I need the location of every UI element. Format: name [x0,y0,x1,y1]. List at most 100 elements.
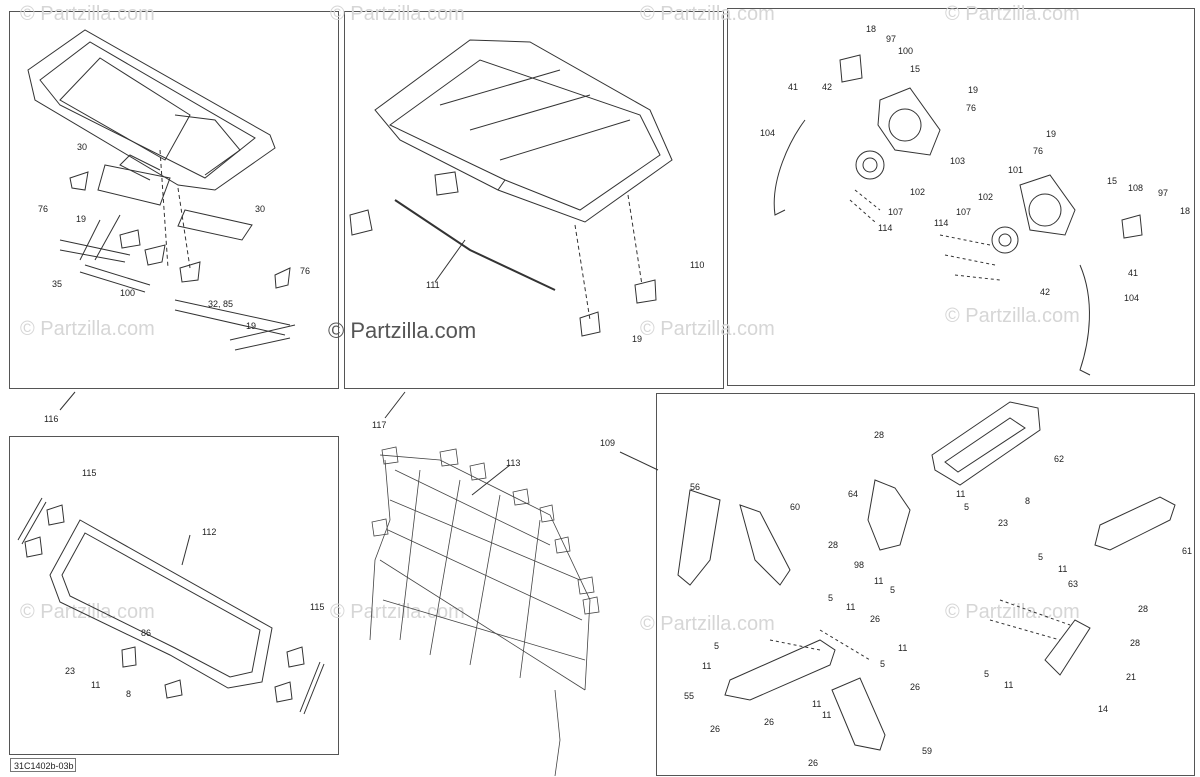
part-label: 42 [822,82,832,92]
part-label: 114 [878,223,892,233]
part-label: 5 [714,641,719,651]
part-label: 114 [934,218,948,228]
part-label: 62 [1054,454,1064,464]
part-label: 107 [888,207,903,217]
part-label: 104 [760,128,775,138]
watermark: © Partzilla.com [945,601,1080,623]
part-label: 5 [1038,552,1043,562]
trim-labels: 28 62 8 56 60 64 11 5 28 98 11 5 23 61 5… [684,430,1192,768]
part-label: 26 [910,682,920,692]
part-label: 100 [120,288,135,298]
part-label: 28 [1130,638,1140,648]
part-label: 11 [822,710,831,720]
part-label: 56 [690,482,700,492]
part-label: 55 [684,691,694,701]
part-label: 103 [950,156,965,166]
diagram-reference-code: 31C1402b-03b [10,758,76,772]
part-label: 15 [910,64,920,74]
part-label: 14 [1098,704,1108,714]
part-label: 19 [968,85,978,95]
part-label: 5 [890,585,895,595]
part-label: 32, 85 [208,299,233,309]
watermark-main: © Partzilla.com [328,318,476,343]
part-label: 64 [848,489,858,499]
net-labels: 113 109 [471,438,659,496]
part-label: 97 [886,34,896,44]
part-label: 76 [300,266,310,276]
part-label: 59 [922,746,932,756]
roof-rack-labels: 30 30 76 19 35 100 32, 85 76 19 116 [38,142,310,424]
part-label: 19 [246,321,256,331]
window-labels: 115 112 115 86 23 11 8 [65,468,324,699]
part-label: 23 [65,666,75,676]
part-label: 19 [632,334,642,344]
part-label: 26 [870,614,880,624]
roof-rack-drawing [27,29,296,351]
part-label: 18 [1180,206,1190,216]
part-label: 42 [1040,287,1050,297]
part-label: 11 [1004,680,1013,690]
roof-top-labels: 111 110 19 117 [372,239,704,430]
trim-drawing [677,401,1176,751]
watermark: © Partzilla.com [330,3,465,25]
panel-roof-rack [9,11,339,389]
part-label: 60 [790,502,800,512]
part-callout: 109 [600,438,615,448]
part-label: 35 [52,279,62,289]
net-drawing [369,446,600,777]
watermark: © Partzilla.com [945,305,1080,327]
part-label: 23 [998,518,1008,528]
part-label: 21 [1126,672,1136,682]
watermark: © Partzilla.com [640,3,775,25]
part-label: 98 [854,560,864,570]
part-label: 111 [426,280,440,290]
part-label: 63 [1068,579,1078,589]
part-label: 28 [828,540,838,550]
part-label: 11 [846,602,855,612]
callout-line [59,391,76,411]
panel-window [9,436,339,755]
speakers-labels: 18 97 100 15 41 42 19 76 104 103 102 107… [760,24,1190,303]
part-label: 76 [1033,146,1043,156]
part-label: 19 [1046,129,1056,139]
part-callout: 117 [372,420,386,430]
part-label: 101 [1008,165,1023,175]
part-label: 26 [764,717,774,727]
speakers-drawing [773,54,1143,376]
watermark: © Partzilla.com [945,3,1080,25]
part-callout: 116 [44,414,58,424]
part-label: 8 [1025,496,1030,506]
part-label: 5 [984,669,989,679]
part-label: 18 [866,24,876,34]
part-label: 28 [874,430,884,440]
part-label: 28 [1138,604,1148,614]
part-label: 86 [141,628,151,638]
panel-speakers [727,8,1195,386]
roof-top-drawing [349,39,673,337]
watermark: © Partzilla.com [640,318,775,340]
part-label: 30 [255,204,265,214]
watermark: © Partzilla.com [20,601,155,623]
panel-roof-top [344,11,724,389]
part-label: 76 [966,103,976,113]
watermark: © Partzilla.com [20,318,155,340]
part-label: 115 [82,468,96,478]
watermark: © Partzilla.com [330,601,465,623]
part-label: 41 [1128,268,1138,278]
part-label: 112 [202,527,216,537]
part-label: 5 [964,502,969,512]
part-label: 76 [38,204,48,214]
part-label: 100 [898,46,913,56]
watermark: © Partzilla.com [20,3,155,25]
part-label: 26 [710,724,720,734]
part-label: 41 [788,82,798,92]
part-label: 8 [126,689,131,699]
panel-trim [656,393,1195,776]
part-label: 30 [77,142,87,152]
part-label: 110 [690,260,704,270]
part-label: 11 [1058,564,1067,574]
window-drawing [17,497,325,715]
part-label: 107 [956,207,971,217]
part-label: 102 [910,187,925,197]
